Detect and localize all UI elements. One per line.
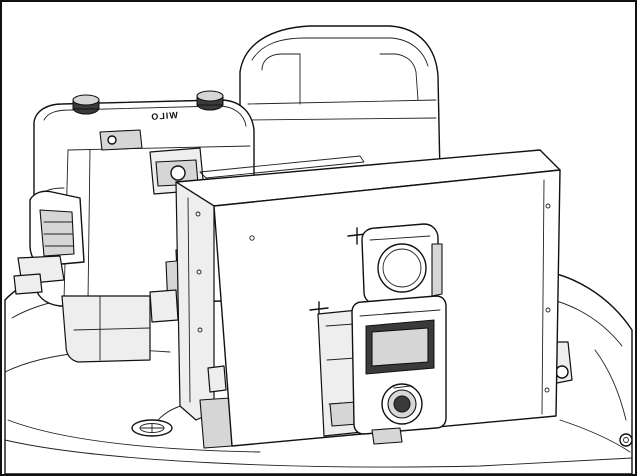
controller-unit xyxy=(309,295,447,445)
filler-cap-right xyxy=(196,90,224,111)
indicator-light xyxy=(347,223,443,305)
display-screen xyxy=(365,311,435,375)
rotary-knob xyxy=(381,383,423,425)
right-tank xyxy=(239,25,441,179)
left-valve xyxy=(13,190,85,295)
tank-brand-label: WILO xyxy=(150,110,178,122)
drain-fitting xyxy=(131,419,173,437)
filler-cap-left xyxy=(72,94,100,115)
control-box xyxy=(175,149,561,449)
